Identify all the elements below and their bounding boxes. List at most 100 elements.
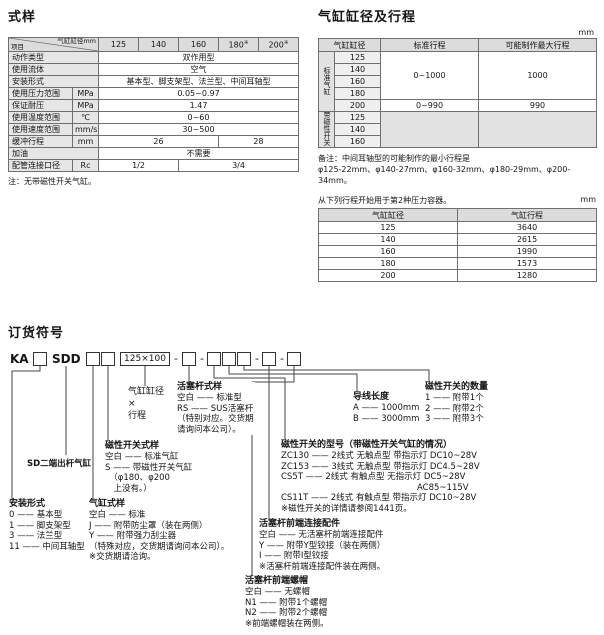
option-item: N2 —— 附带2个螺帽 xyxy=(245,608,328,618)
block-title: 安装形式 xyxy=(9,499,46,509)
code-box-switch-model xyxy=(207,352,221,366)
code-dash: - xyxy=(174,352,178,365)
stroke-remark: 备注：中间耳轴型的可能制作的最小行程是 φ125-22mm、φ140-27mm、… xyxy=(318,153,596,186)
spec-value-cell: 30~500 xyxy=(98,123,299,136)
bore-stroke-block: 气缸缸径×行程 xyxy=(127,386,166,422)
block-title: 磁性开关式样 xyxy=(105,441,160,451)
option-item: ※交货期请洽询。 xyxy=(89,552,156,562)
option-item: ※磁性开关的详情请参阅1441页。 xyxy=(281,503,412,514)
option-item: 空白 —— 无螺帽 xyxy=(245,587,310,597)
remark-line: φ125-22mm、φ140-27mm、φ160-32mm、φ180-29mm、… xyxy=(318,165,571,185)
bore-mark: ※ xyxy=(283,39,289,46)
max-stroke-cell xyxy=(478,111,597,148)
bore-header: 140 xyxy=(138,37,179,52)
block-title: 磁性开关的型号（带磁性开关气缸的情况） xyxy=(281,440,453,450)
code-box-switch-qty xyxy=(237,352,251,366)
stroke-header-max: 可能制作最大行程 xyxy=(478,38,597,52)
stroke-bore-cell: 160 xyxy=(334,75,381,88)
stroke-bore-cell: 125 xyxy=(334,51,381,64)
spec-row-unit: Rc xyxy=(72,159,99,172)
spec-value-cell: 0.05~0.97 xyxy=(98,87,299,100)
option-item: 3 —— 法兰型 xyxy=(9,531,63,541)
bore-header: 200※ xyxy=(258,37,299,52)
stroke-row: 140 xyxy=(319,123,597,136)
group-label-text: 标准气缸 xyxy=(323,66,331,95)
pressure-header-row: 气缸缸径气缸行程 xyxy=(318,208,597,222)
option-item: 请询问本公司）。 xyxy=(177,424,241,435)
option-item: CS5T —— 2线式 有触点型 无指示灯 DC5~28V xyxy=(281,472,466,482)
corner-label-item: 项目 xyxy=(11,43,24,51)
option-item: ※前端螺帽装在两侧。 xyxy=(245,618,329,629)
spec-value-cell: 0~60 xyxy=(98,111,299,124)
option-item: 上没有。） xyxy=(105,483,152,494)
spec-row-label: 加油 xyxy=(8,147,99,160)
spec-value-cell: 1/2 xyxy=(98,159,179,172)
spec-footnote: 注：无带磁性开关气缸。 xyxy=(8,177,96,186)
code-box-lead-length xyxy=(222,352,236,366)
stroke-row: 160 xyxy=(319,135,597,148)
block-title: 气缸式样 xyxy=(89,499,126,509)
spec-row-label: 保证耐压 xyxy=(8,99,73,112)
spec-row-label: 使用流体 xyxy=(8,63,99,76)
spec-value-cell: 空气 xyxy=(98,63,299,76)
switch-model-block: 磁性开关的型号（带磁性开关气缸的情况） ZC130 —— 2线式 无触点型 带指… xyxy=(280,440,481,514)
spec-row-unit: MPa xyxy=(72,87,99,100)
code-box-cylinder-style xyxy=(86,352,100,366)
spec-row-label: 动作类型 xyxy=(8,51,99,64)
spec-value-cell: 3/4 xyxy=(178,159,299,172)
code-prefix: KA xyxy=(10,352,29,366)
max-stroke-cell: 1000 xyxy=(478,51,597,100)
option-item: （特殊对应，交货期请询问本公司）。 xyxy=(89,541,230,552)
option-item: B —— 3000mm xyxy=(353,413,420,424)
spec-row-unit: MPa xyxy=(72,99,99,112)
code-series: SDD xyxy=(52,352,81,366)
option-item: （φ180、φ200 xyxy=(105,473,170,483)
stroke-row: 160 xyxy=(319,75,597,88)
option-item: 空白 —— 无活塞杆前端连接配件 xyxy=(259,530,384,540)
stroke-bore-cell: 200 xyxy=(334,99,381,112)
code-box-bore-stroke: 125×100 xyxy=(120,352,170,366)
spec-value-cell: 1.47 xyxy=(98,99,299,112)
spec-row-unit: ℃ xyxy=(72,111,99,124)
option-item: S —— 带磁性开关气缸 xyxy=(105,462,193,473)
spec-row: 安装形式基本型、脚支架型、法兰型、中间耳轴型 xyxy=(8,75,299,88)
spec-row-label: 配管连接口径 xyxy=(8,159,73,172)
stroke-bore-cell: 140 xyxy=(334,63,381,76)
option-item: Y —— 附带强力刮尘器 xyxy=(89,531,177,541)
option-item: 空白 —— 标准气缸 xyxy=(105,452,179,462)
option-item: 气缸缸径 xyxy=(128,387,165,397)
spec-row: 使用流体空气 xyxy=(8,63,299,76)
stroke-header-bore: 气缸缸径 xyxy=(318,38,381,52)
cylinder-group-label: 带磁性开关 xyxy=(318,111,335,148)
option-item: 1 —— 附带1个 xyxy=(425,393,484,403)
pressure-bore-cell: 200 xyxy=(318,269,458,282)
option-item: RS —— SUS活塞杆 xyxy=(177,403,254,414)
stroke-title: 气缸缸径及行程 xyxy=(318,10,417,25)
option-item: 空白 —— 标准 xyxy=(89,510,146,520)
stroke-header-std: 标准行程 xyxy=(380,38,479,52)
spec-row: 动作类型双作用型 xyxy=(8,51,299,64)
spec-value-cell: 不需要 xyxy=(98,147,299,160)
option-item: ZC130 —— 2线式 无触点型 带指示灯 DC10~28V xyxy=(281,451,477,461)
option-item: J —— 附带防尘罩（装在两侧） xyxy=(89,520,208,531)
option-item: 3 —— 附带3个 xyxy=(425,414,484,424)
